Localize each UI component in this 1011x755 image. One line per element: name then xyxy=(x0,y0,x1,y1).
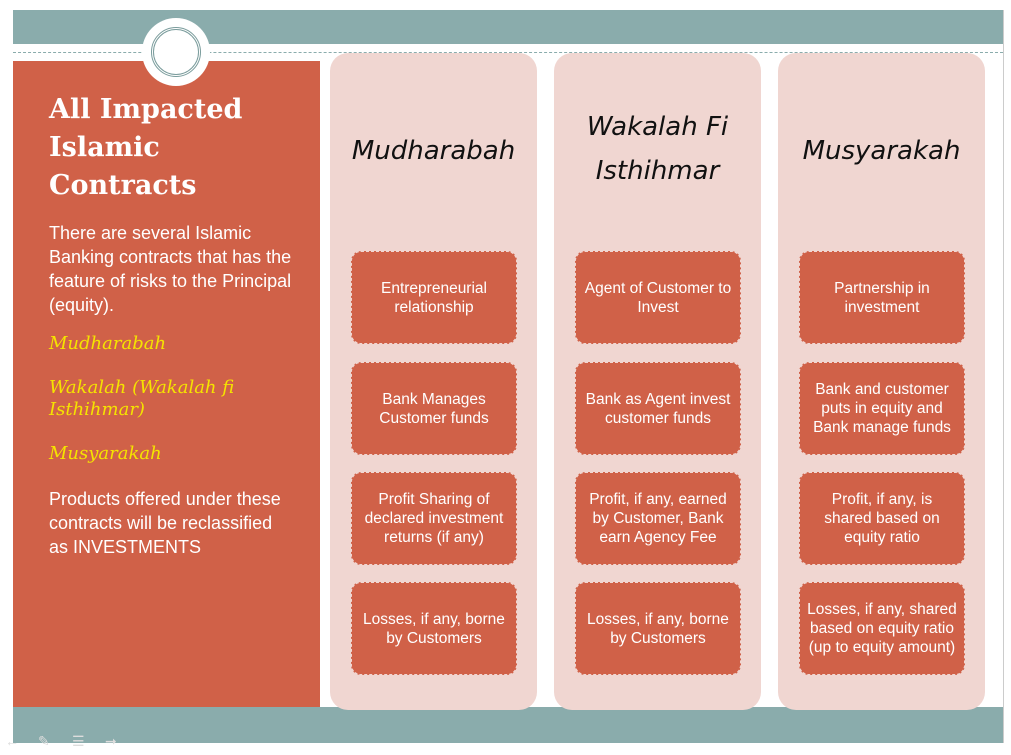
contract-name: Mudharabah xyxy=(49,333,167,354)
pen-icon[interactable]: ✎ xyxy=(38,733,50,749)
info-box: Bank as Agent invest customer funds xyxy=(575,362,741,455)
info-box: Partnership in investment xyxy=(799,251,965,344)
column-title: Musyarakah xyxy=(802,136,961,166)
bottom-band xyxy=(13,707,1003,743)
column-title: Mudharabah xyxy=(351,136,516,166)
info-box: Losses, if any, borne by Customers xyxy=(351,582,517,675)
info-box: Agent of Customer to Invest xyxy=(575,251,741,344)
circle-ornament xyxy=(142,18,210,86)
description: There are several Islamic Banking contra… xyxy=(49,223,292,315)
info-box: Bank and customer puts in equity and Ban… xyxy=(799,362,965,455)
menu-icon[interactable]: ☰ xyxy=(72,733,85,749)
info-box: Bank Manages Customer funds xyxy=(351,362,517,455)
column-title: Wakalah Fi Isthihmar xyxy=(586,112,729,186)
info-box: Losses, if any, borne by Customers xyxy=(575,582,741,675)
left-panel: All Impacted Islamic Contracts There are… xyxy=(13,61,320,707)
previous-slide-icon[interactable]: ← xyxy=(5,733,19,749)
products-note: Products offered under these contracts w… xyxy=(49,489,281,557)
info-box: Profit, if any, earned by Customer, Bank… xyxy=(575,472,741,565)
info-box: Losses, if any, shared based on equity r… xyxy=(799,582,965,675)
slide: All Impacted Islamic Contracts There are… xyxy=(13,10,1004,743)
column-musyarakah: Musyarakah Partnership in investment Ban… xyxy=(778,53,985,710)
slide-title: All Impacted Islamic Contracts xyxy=(49,94,243,201)
info-box: Profit Sharing of declared investment re… xyxy=(351,472,517,565)
column-wakalah: Wakalah Fi Isthihmar Agent of Customer t… xyxy=(554,53,761,710)
info-box: Entrepreneurial relationship xyxy=(351,251,517,344)
dashed-divider xyxy=(13,52,1003,53)
info-box: Profit, if any, is shared based on equit… xyxy=(799,472,965,565)
contract-name: Wakalah (Wakalah fi Isthihmar) xyxy=(49,377,235,420)
column-mudharabah: Mudharabah Entrepreneurial relationship … xyxy=(330,53,537,710)
contract-name: Musyarakah xyxy=(49,443,162,464)
next-slide-icon[interactable]: ➞ xyxy=(105,733,117,749)
